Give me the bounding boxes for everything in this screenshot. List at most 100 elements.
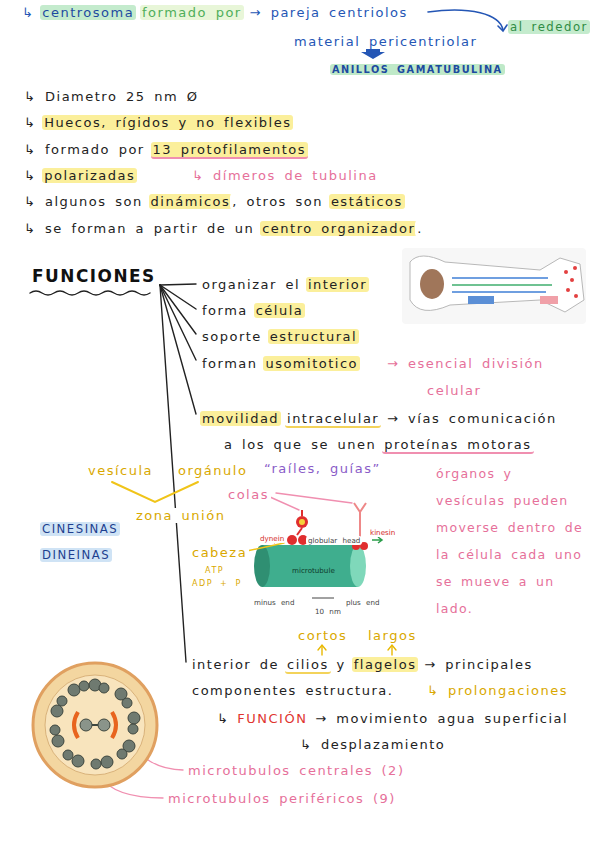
text-line: microtubule bbox=[290, 560, 337, 579]
text-line: → esencial división bbox=[385, 355, 546, 372]
note-text: ↳ se forman a partir de un bbox=[22, 221, 256, 236]
note-text: , otros son bbox=[230, 194, 325, 209]
note-text: . bbox=[415, 221, 425, 236]
note-text: cilios bbox=[285, 657, 331, 674]
text-line: “raíles, guías” bbox=[262, 460, 383, 477]
cell-figure-part bbox=[452, 284, 552, 286]
cilium-cross-section-part-part bbox=[91, 759, 101, 769]
cell-figure-part bbox=[566, 288, 570, 292]
cell-figure-part bbox=[574, 294, 578, 298]
cilium-cross-section-part-part bbox=[79, 681, 89, 691]
leader-lines-part bbox=[388, 645, 396, 650]
note-text: forma bbox=[200, 303, 250, 318]
text-line: orgánulo bbox=[176, 462, 249, 479]
note-text: dinámicos bbox=[149, 194, 233, 209]
note-text: ↳ algunos son bbox=[22, 194, 145, 209]
centrosome-arrows-part bbox=[428, 10, 503, 30]
motor-figure-part bbox=[354, 503, 366, 512]
cell-figure-part bbox=[452, 277, 548, 279]
text-line: ↳centrosomaformado por→ pareja centriolo… bbox=[20, 4, 410, 21]
note-text: interior bbox=[306, 277, 369, 292]
cilium-cross-section-part bbox=[50, 679, 140, 769]
functions-bracket-part bbox=[160, 285, 196, 334]
text-line: ↳ dímeros de tubulina bbox=[190, 167, 380, 184]
note-text: ↳ Diametro 25 nm Ø bbox=[22, 89, 200, 104]
cell-figure-part bbox=[468, 296, 494, 304]
note-text: intracelular bbox=[285, 411, 381, 428]
text-line: ↳ prolongaciones bbox=[425, 682, 570, 699]
cilium-cross-section-part bbox=[92, 724, 98, 726]
leader-lines-part bbox=[276, 493, 352, 503]
text-line: microtubulos centrales (2) bbox=[186, 762, 406, 779]
text-line: ↳FUNCIÓN→ movimiento agua superficial bbox=[215, 710, 570, 727]
text-line: largos bbox=[366, 627, 419, 644]
text-line: CINESINAS bbox=[40, 520, 120, 538]
cilium-cross-section-part-part bbox=[72, 755, 84, 767]
note-text: microtubulos centrales (2) bbox=[186, 763, 406, 778]
note-text: usomitotico bbox=[263, 356, 360, 371]
text-line: plus end bbox=[344, 592, 381, 611]
text-line: ATP bbox=[203, 560, 226, 579]
note-text: componentes estructura. bbox=[190, 683, 395, 698]
cell-figure-part bbox=[540, 296, 558, 304]
note-text: órganos y vesículas pueden moverse dentr… bbox=[436, 466, 583, 616]
note-text: FUNCIÓN bbox=[235, 711, 309, 726]
note-text: minus end bbox=[252, 598, 296, 607]
cargo-brace-part bbox=[112, 482, 198, 502]
note-text: organizar el bbox=[200, 277, 302, 292]
cell-figure bbox=[402, 248, 586, 324]
motor-figure-part bbox=[301, 510, 303, 516]
text-line: ↳ algunos sondinámicos, otros sonestátic… bbox=[22, 193, 405, 210]
note-text: ATP bbox=[203, 566, 226, 575]
text-line: zona unión bbox=[134, 507, 227, 524]
text-line: celular bbox=[425, 382, 483, 399]
cilium-cross-section-part-part bbox=[101, 756, 113, 768]
text-line: microtubulos periféricos (9) bbox=[166, 790, 398, 807]
leader-lines-part bbox=[391, 646, 392, 655]
note-text: colas bbox=[226, 487, 271, 502]
text-line: DINEINAS bbox=[40, 546, 112, 564]
cilium-cross-section-part-part bbox=[122, 698, 132, 708]
cargo-brace bbox=[112, 482, 198, 502]
cilium-cross-section-part-part bbox=[68, 684, 80, 696]
note-text: ↳ desplazamiento bbox=[298, 737, 447, 752]
text-line: soporteestructural bbox=[200, 328, 359, 345]
note-text: ADP + P bbox=[190, 579, 244, 588]
cilium-cross-section-part-part bbox=[117, 749, 127, 759]
cilium-cross-section-part-part bbox=[99, 683, 109, 693]
text-line: cortos bbox=[296, 627, 349, 644]
text-line: FUNCIONES bbox=[30, 268, 158, 286]
text-line: al rededor bbox=[508, 18, 590, 36]
cell-figure-part bbox=[564, 270, 568, 274]
text-line: minus end bbox=[252, 592, 296, 611]
text-line: ↳polarizadas bbox=[22, 167, 137, 184]
note-text: ANILLOS GAMATUBULINA bbox=[330, 64, 505, 75]
cilium-cross-section-part-part bbox=[57, 696, 67, 706]
cell-figure-part bbox=[573, 266, 577, 270]
note-text: estructural bbox=[268, 329, 359, 344]
note-text: forman bbox=[200, 356, 260, 371]
leader-lines-part bbox=[270, 497, 299, 510]
note-text: largos bbox=[366, 628, 419, 643]
cilium-cross-section-part bbox=[74, 712, 78, 738]
note-text: kinesin bbox=[368, 528, 397, 537]
motor-figure-part bbox=[296, 516, 308, 528]
note-text: cabeza bbox=[190, 545, 249, 560]
note-text: ↳ formado por bbox=[22, 142, 147, 157]
functions-bracket-part bbox=[160, 285, 196, 414]
text-line: material pericentriolar bbox=[292, 33, 479, 50]
cilium-cross-section-part bbox=[45, 675, 145, 775]
text-line: formacélula bbox=[200, 302, 305, 319]
note-text: movilidad bbox=[200, 411, 281, 426]
text-line: a los que se unenproteínas motoras bbox=[222, 436, 534, 453]
note-text: ↳ bbox=[20, 5, 36, 20]
cilium-cross-section bbox=[33, 663, 157, 787]
note-text: dynein bbox=[258, 534, 286, 543]
text-line: componentes estructura. bbox=[190, 682, 395, 699]
text-line: 10 nm bbox=[313, 601, 343, 620]
motor-figure-part bbox=[287, 535, 297, 545]
note-text: ↳ bbox=[215, 711, 231, 726]
motor-figure-part bbox=[350, 545, 366, 587]
cell-figure-part bbox=[420, 269, 444, 299]
